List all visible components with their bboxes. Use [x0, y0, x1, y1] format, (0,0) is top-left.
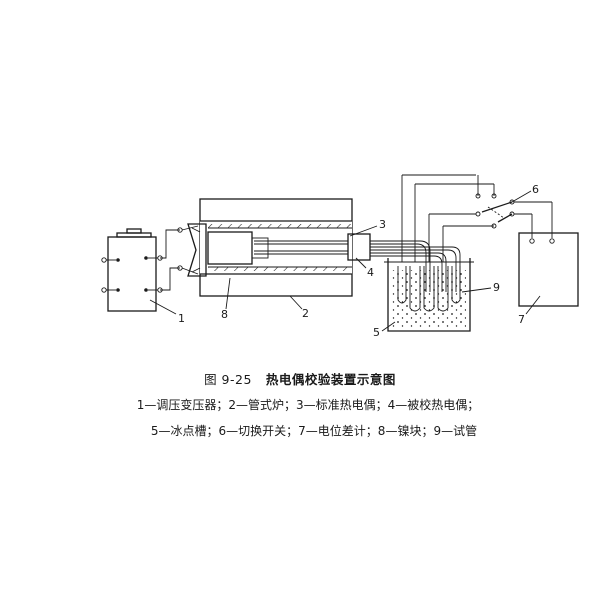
callout-7: 7: [518, 313, 525, 326]
callout-8: 8: [221, 308, 228, 321]
legend-line-1: 1—调压变压器；2—管式炉；3—标准热电偶；4—被校热电偶；: [136, 398, 480, 412]
potentiometer: [518, 232, 579, 307]
callout-3: 3: [379, 218, 386, 231]
ice-point-bath: [384, 258, 474, 332]
switch-leads: [401, 174, 494, 262]
figure-caption: 图 9-25 热电偶校验装置示意图: [0, 369, 600, 388]
nickel-block: [207, 231, 269, 265]
callout-2: 2: [302, 307, 309, 320]
callout-9: 9: [493, 281, 500, 294]
callout-leaders: [149, 190, 541, 332]
voltage-regulator-transformer: [101, 228, 163, 312]
figure-title: 热电偶校验装置示意图: [265, 372, 396, 387]
thermocouple-wires: [370, 240, 461, 292]
callout-1: 1: [178, 312, 185, 325]
figure-number: 图 9-25: [204, 372, 252, 387]
callout-6: 6: [532, 183, 539, 196]
changeover-switch[interactable]: [475, 175, 553, 238]
tube-furnace: [187, 198, 353, 297]
power-wires: [160, 225, 199, 291]
thermocouple-calibration-diagram: 1 2 3 4 5 6 7 8 9: [101, 174, 579, 339]
test-tubes: [397, 266, 461, 312]
callout-4: 4: [367, 266, 374, 279]
legend-line-2: 5—冰点槽；6—切换开关；7—电位差计；8—镍块；9—试管: [150, 424, 478, 438]
callout-5: 5: [373, 326, 380, 339]
